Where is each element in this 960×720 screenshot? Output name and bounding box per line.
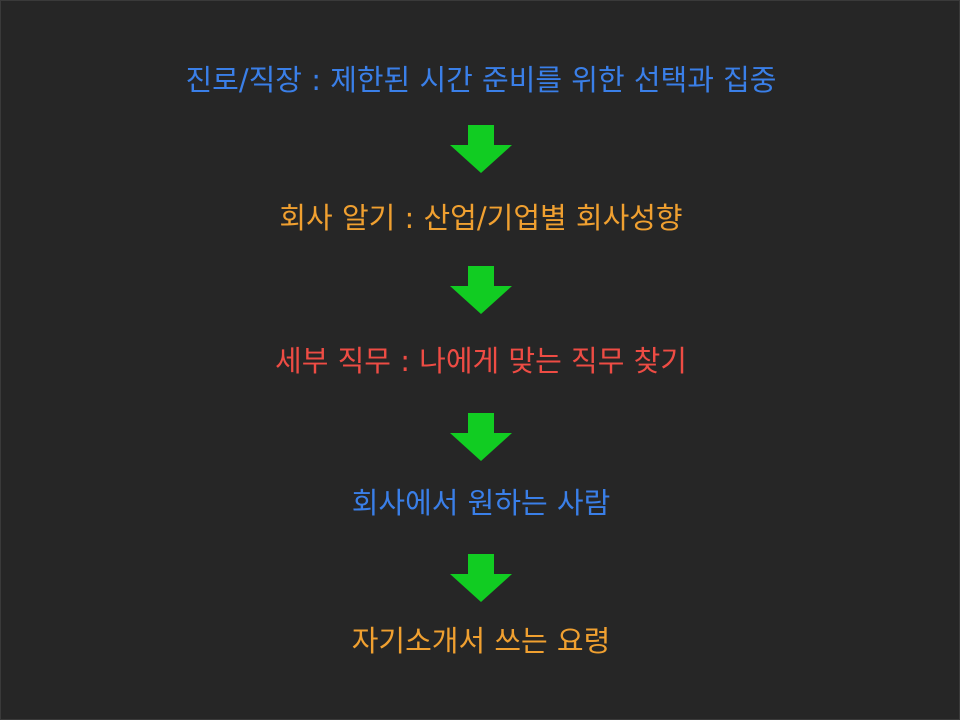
step-know-company: 회사 알기 : 산업/기업별 회사성향 [279,201,683,235]
down-arrow-icon [450,266,512,314]
step-cover-letter-tips: 자기소개서 쓰는 요령 [351,624,611,658]
down-arrow-icon [450,125,512,173]
step-detailed-duty: 세부 직무 : 나에게 맞는 직무 찾기 [275,344,687,378]
down-arrow-icon [450,413,512,461]
step-desired-person: 회사에서 원하는 사람 [351,486,611,520]
down-arrow-icon [450,554,512,602]
step-career-focus: 진로/직장 : 제한된 시간 준비를 위한 선택과 집중 [185,63,777,97]
